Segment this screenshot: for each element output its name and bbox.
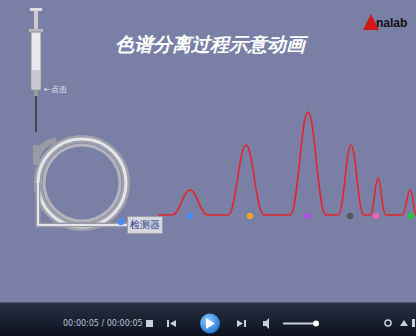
detector-box: 检测器 <box>127 216 163 234</box>
chromatogram-trace <box>158 112 416 215</box>
syringe <box>29 8 43 132</box>
title: 色谱分离过程示意动画 <box>115 32 305 58</box>
node-text: 检测器 <box>130 218 160 232</box>
player-bar <box>0 302 416 336</box>
player-controls <box>146 314 415 334</box>
column-coil <box>36 139 128 227</box>
time-display: 00:00:05 / 00:00:05 <box>63 319 143 328</box>
logo-text: nalab <box>376 16 407 30</box>
click-hint: ←点击 <box>44 84 67 95</box>
